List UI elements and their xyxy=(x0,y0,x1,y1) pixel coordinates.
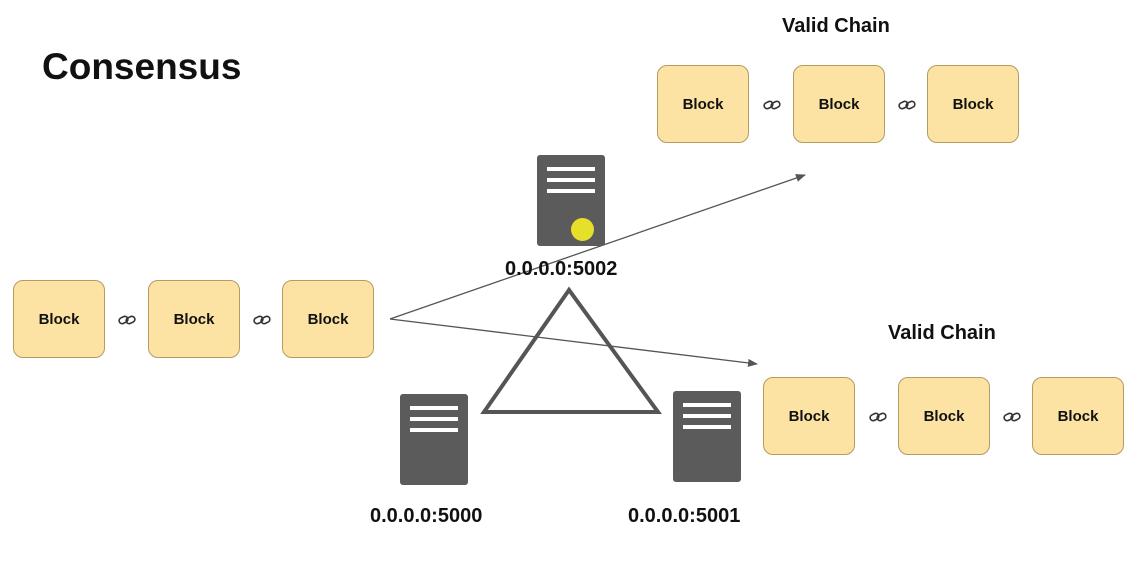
chain-link-icon xyxy=(898,100,916,110)
bottom-chain-block-3: Block xyxy=(1032,377,1124,455)
origin-chain-block-1: Block xyxy=(13,280,105,358)
node-left-address: 0.0.0.0:5000 xyxy=(370,505,483,527)
network-triangle xyxy=(480,286,662,414)
top-chain-title: Valid Chain xyxy=(782,15,890,37)
chain-link-icon xyxy=(253,315,271,325)
server-icon xyxy=(673,391,741,482)
top-chain-block-3: Block xyxy=(927,65,1019,143)
node-right-address: 0.0.0.0:5001 xyxy=(628,505,741,527)
server-icon xyxy=(400,394,468,485)
origin-chain-block-3: Block xyxy=(282,280,374,358)
page-title: Consensus xyxy=(42,46,242,87)
arrow-to-top-chain xyxy=(389,174,806,320)
chain-link-icon xyxy=(763,100,781,110)
origin-chain-block-2: Block xyxy=(148,280,240,358)
top-chain-block-1: Block xyxy=(657,65,749,143)
chain-link-icon xyxy=(869,412,887,422)
chain-link-icon xyxy=(118,315,136,325)
bottom-chain-block-1: Block xyxy=(763,377,855,455)
node-top-address: 0.0.0.0:5002 xyxy=(505,258,618,280)
chain-link-icon xyxy=(1003,412,1021,422)
cursor-highlight xyxy=(571,218,594,241)
bottom-chain-title: Valid Chain xyxy=(888,322,996,344)
top-chain-block-2: Block xyxy=(793,65,885,143)
arrow-to-bottom-chain xyxy=(389,318,758,367)
bottom-chain-block-2: Block xyxy=(898,377,990,455)
